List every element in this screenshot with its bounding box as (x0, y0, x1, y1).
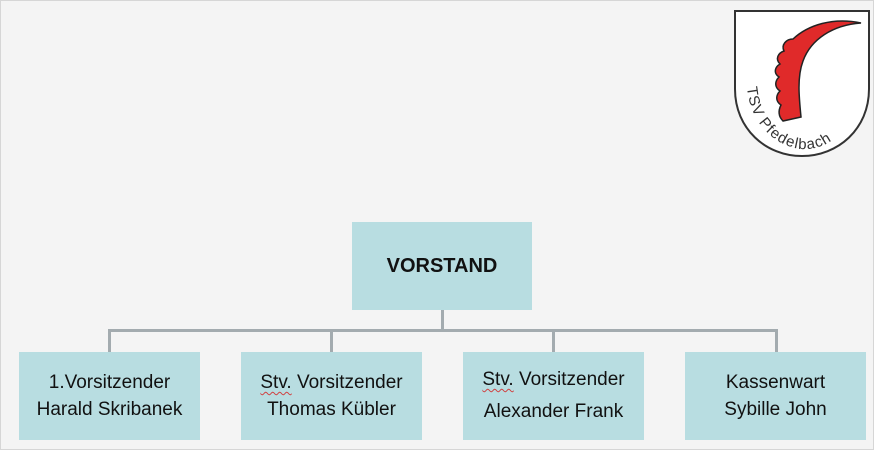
org-node-1-vorsitzender: 1.Vorsitzender Harald Skribanek (19, 352, 200, 440)
org-node-stv-vorsitzender-2: Stv. Vorsitzender Alexander Frank (463, 352, 644, 440)
node-person: Sybille John (724, 399, 827, 420)
connector-child-4 (775, 329, 778, 352)
connector-root-down (441, 310, 444, 331)
connector-horizontal (108, 329, 778, 332)
node-label: VORSTAND (386, 254, 498, 277)
tsv-pfedelbach-logo-icon: TSV Pfedelbach (734, 10, 870, 158)
node-role: Kassenwart (725, 372, 826, 393)
role-prefix: Stv. (482, 369, 514, 390)
node-role: 1.Vorsitzender (48, 372, 171, 393)
org-node-vorstand: VORSTAND (352, 222, 532, 310)
org-node-stv-vorsitzender-1: Stv. Vorsitzender Thomas Kübler (241, 352, 422, 440)
org-node-kassenwart: Kassenwart Sybille John (685, 352, 866, 440)
role-prefix: Stv. (260, 372, 292, 393)
node-person: Thomas Kübler (267, 399, 396, 420)
node-person: Alexander Frank (483, 401, 624, 422)
node-role: Stv. Vorsitzender (482, 364, 624, 396)
node-person: Harald Skribanek (36, 399, 183, 420)
node-role: Stv. Vorsitzender (260, 369, 402, 396)
connector-child-3 (552, 329, 555, 352)
role-rest: Vorsitzender (513, 369, 625, 390)
role-rest: Vorsitzender (291, 372, 403, 393)
connector-child-1 (108, 329, 111, 352)
connector-child-2 (330, 329, 333, 352)
